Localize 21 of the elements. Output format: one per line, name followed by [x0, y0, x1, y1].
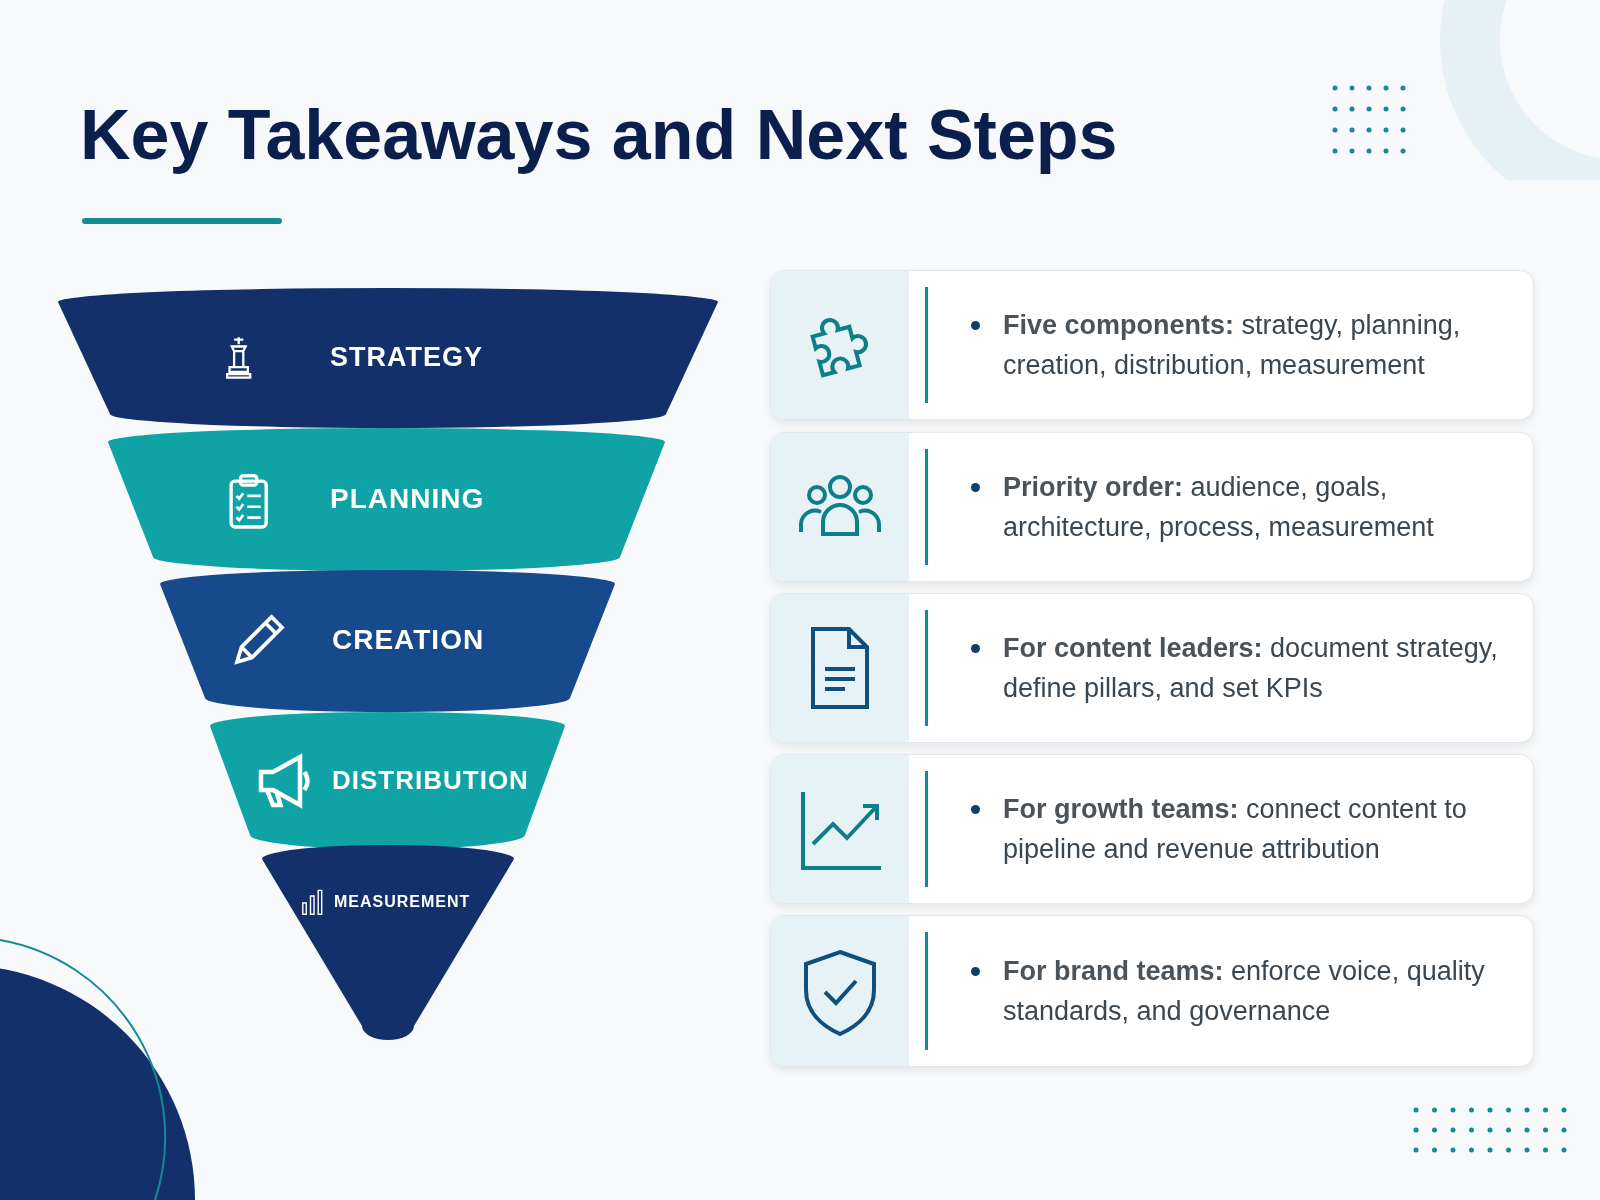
takeaway-text: For content leaders: document strategy, define pillars, and set KPIs	[1003, 632, 1499, 705]
funnel-layer	[58, 288, 718, 428]
funnel-layer	[210, 712, 565, 849]
layer-label: DISTRIBUTION	[332, 764, 529, 796]
funnel-layer	[160, 570, 615, 712]
layer-label: PLANNING	[330, 482, 485, 515]
layer-label: MEASUREMENT	[334, 892, 471, 911]
takeaway-text: Priority order: audience, goals, architecture, process, measurement	[1003, 471, 1435, 544]
funnel-layer	[262, 845, 514, 1040]
takeaway-card	[770, 754, 1534, 904]
takeaway-text: For growth teams: connect content to pipeline and revenue attribution	[1003, 793, 1468, 866]
takeaway-text: Five components: strategy, planning, creation, distribution, measurement	[1003, 309, 1462, 382]
takeaway-text: For brand teams: enforce voice, quality standards, and governance	[1003, 955, 1486, 1028]
layer-label: CREATION	[332, 624, 485, 657]
takeaway-card	[770, 270, 1534, 420]
title: Key Takeaways and Next Steps	[80, 95, 1118, 175]
takeaway-card	[770, 432, 1534, 582]
takeaway-card	[770, 915, 1534, 1067]
funnel-layer	[108, 428, 665, 571]
takeaway-card	[770, 593, 1534, 743]
layer-label: STRATEGY	[330, 341, 483, 373]
